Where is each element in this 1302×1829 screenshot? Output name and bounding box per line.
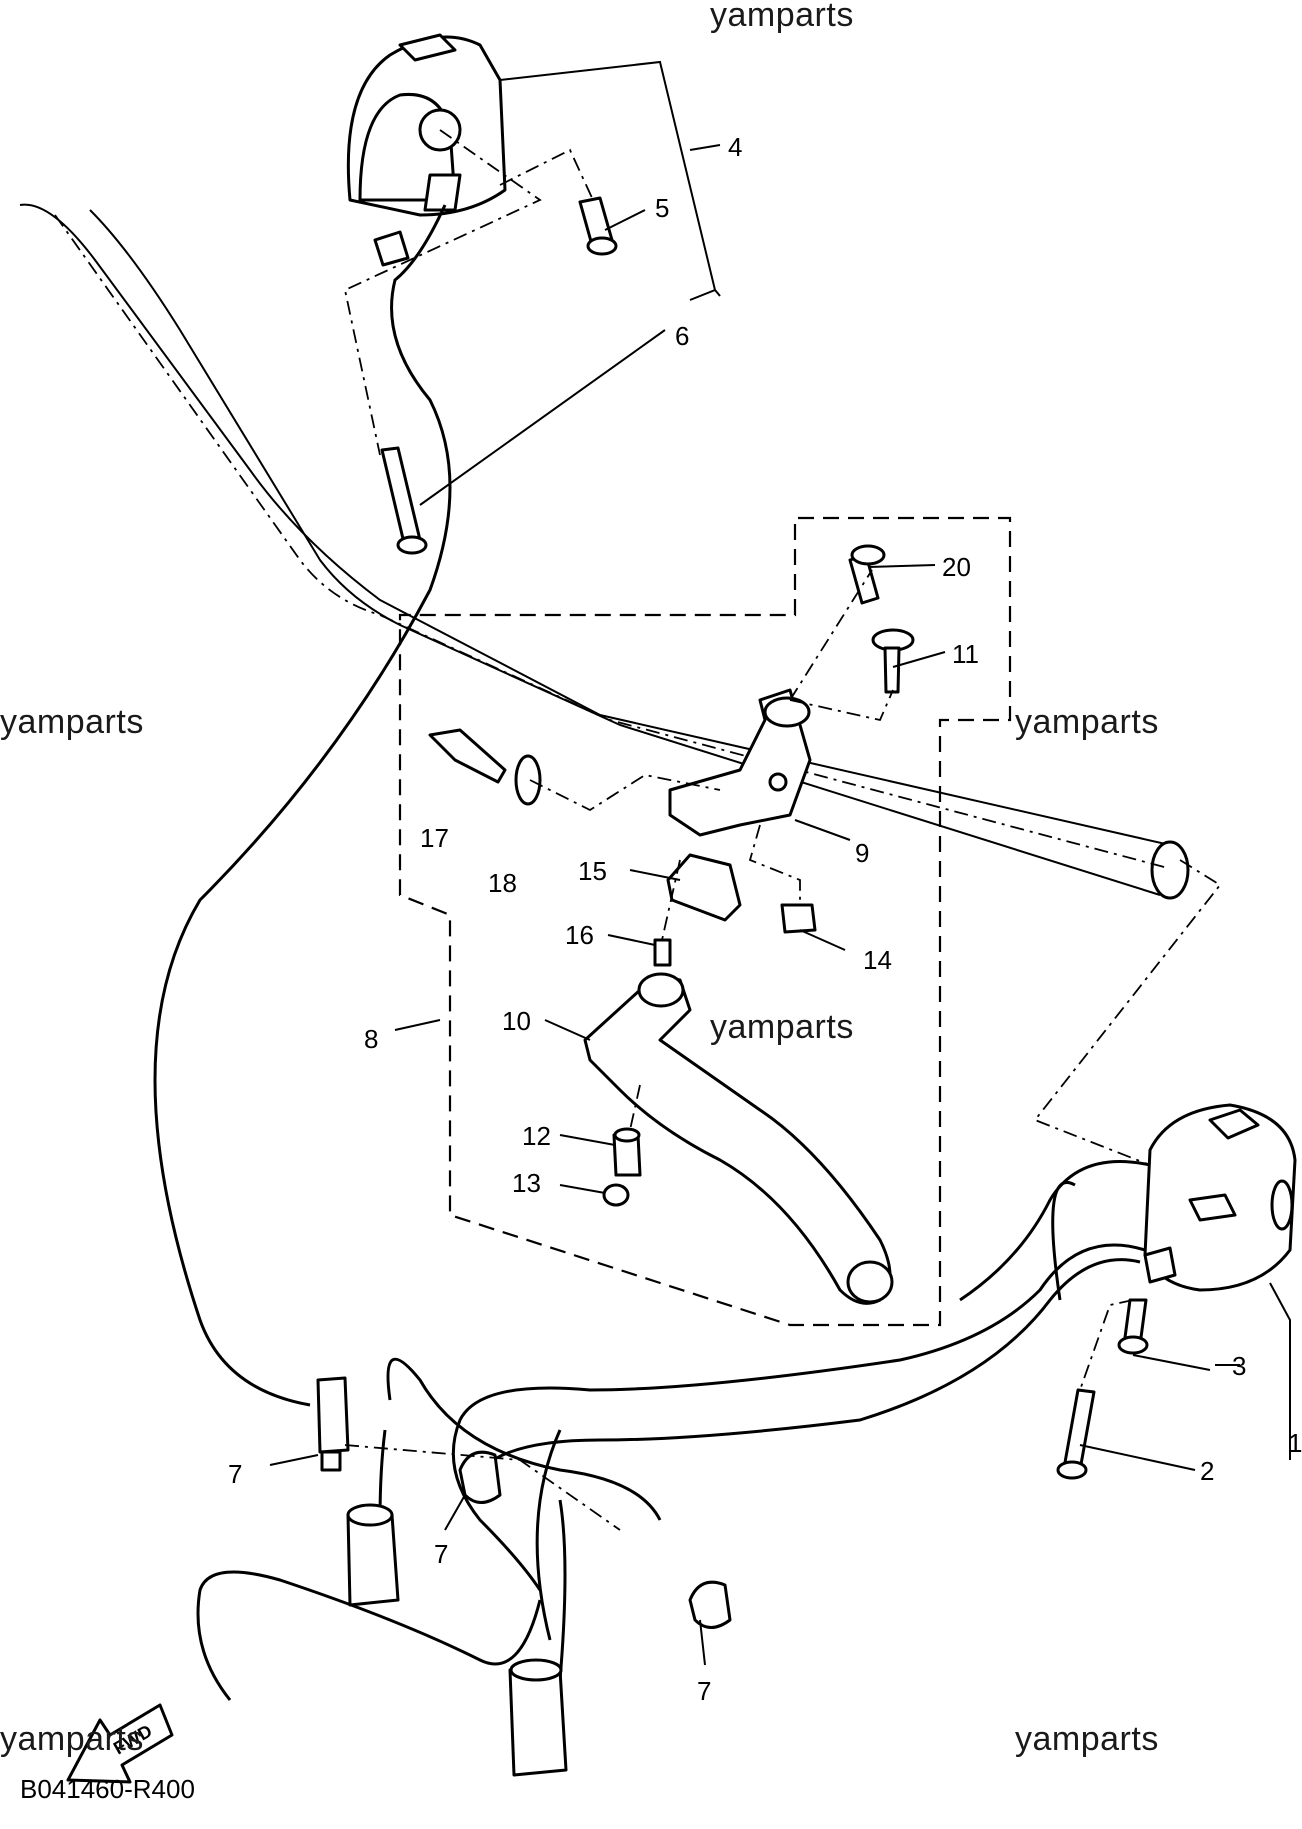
callout-10: 9 [855, 838, 869, 868]
callout-17: 16 [565, 920, 594, 950]
screw-5 [578, 196, 618, 256]
bolt-20 [848, 544, 886, 605]
callout-9: 8 [364, 1024, 378, 1054]
callout-16: 15 [578, 856, 607, 886]
screw-17 [653, 938, 672, 967]
pin-12 [871, 628, 915, 694]
callout-8: 7 [228, 1459, 242, 1489]
oring-14 [602, 1183, 630, 1207]
right-switch-assembly [1143, 1103, 1297, 1292]
drawing-code: B041460-R400 [20, 1774, 195, 1804]
watermark: yamparts [710, 0, 854, 34]
callout-12: 11 [952, 639, 979, 669]
callout-19: 18 [488, 868, 517, 898]
callout-3: 3 [1232, 1351, 1246, 1381]
callout-2: 2 [1200, 1456, 1214, 1486]
watermark: yamparts [0, 1720, 144, 1758]
callout-5: 5 [655, 193, 669, 223]
callout-20: 20 [942, 552, 971, 582]
clamp-7-upper [458, 1450, 502, 1504]
switch-16 [666, 853, 742, 922]
terminal-boot-right [508, 1658, 568, 1777]
callout-7-upper: 7 [434, 1539, 448, 1569]
screw-2 [1056, 1388, 1096, 1480]
watermark: yamparts [0, 703, 144, 741]
callout-14: 13 [512, 1168, 541, 1198]
watermark: yamparts [1015, 703, 1159, 741]
leader-lines [269, 60, 1291, 1666]
forward-arrow: FWD [66, 1703, 174, 1784]
handlebar [19, 203, 1190, 900]
lever-assembly-outline [398, 516, 1012, 1327]
lever-11 [583, 972, 894, 1305]
callout-13: 12 [522, 1121, 551, 1151]
screw-6 [380, 446, 428, 555]
nut-19 [514, 754, 542, 806]
callout-18: 17 [420, 823, 449, 853]
watermark: yamparts [1015, 1720, 1159, 1758]
callout-7-lower: 7 [697, 1676, 711, 1706]
left-switch-assembly [153, 33, 507, 1407]
adjuster-18 [428, 728, 507, 784]
nut-15 [780, 903, 817, 934]
callout-11: 10 [502, 1006, 531, 1036]
sleeve-13 [612, 1127, 642, 1177]
callout-15: 14 [863, 945, 892, 975]
callout-4: 4 [728, 132, 742, 162]
callout-6: 6 [675, 321, 689, 351]
clamp-7-lower [688, 1580, 732, 1629]
screw-3 [1117, 1298, 1149, 1355]
connector-8 [316, 1376, 350, 1472]
callout-1: 1 [1288, 1428, 1302, 1458]
terminal-boot-left [346, 1503, 400, 1607]
bracket-10 [668, 688, 812, 837]
construction-lines [343, 129, 1222, 1531]
callouts: 4 5 6 20 11 17 18 9 15 16 14 10 8 12 13 … [228, 132, 1302, 1706]
watermark: yamparts [710, 1008, 854, 1046]
